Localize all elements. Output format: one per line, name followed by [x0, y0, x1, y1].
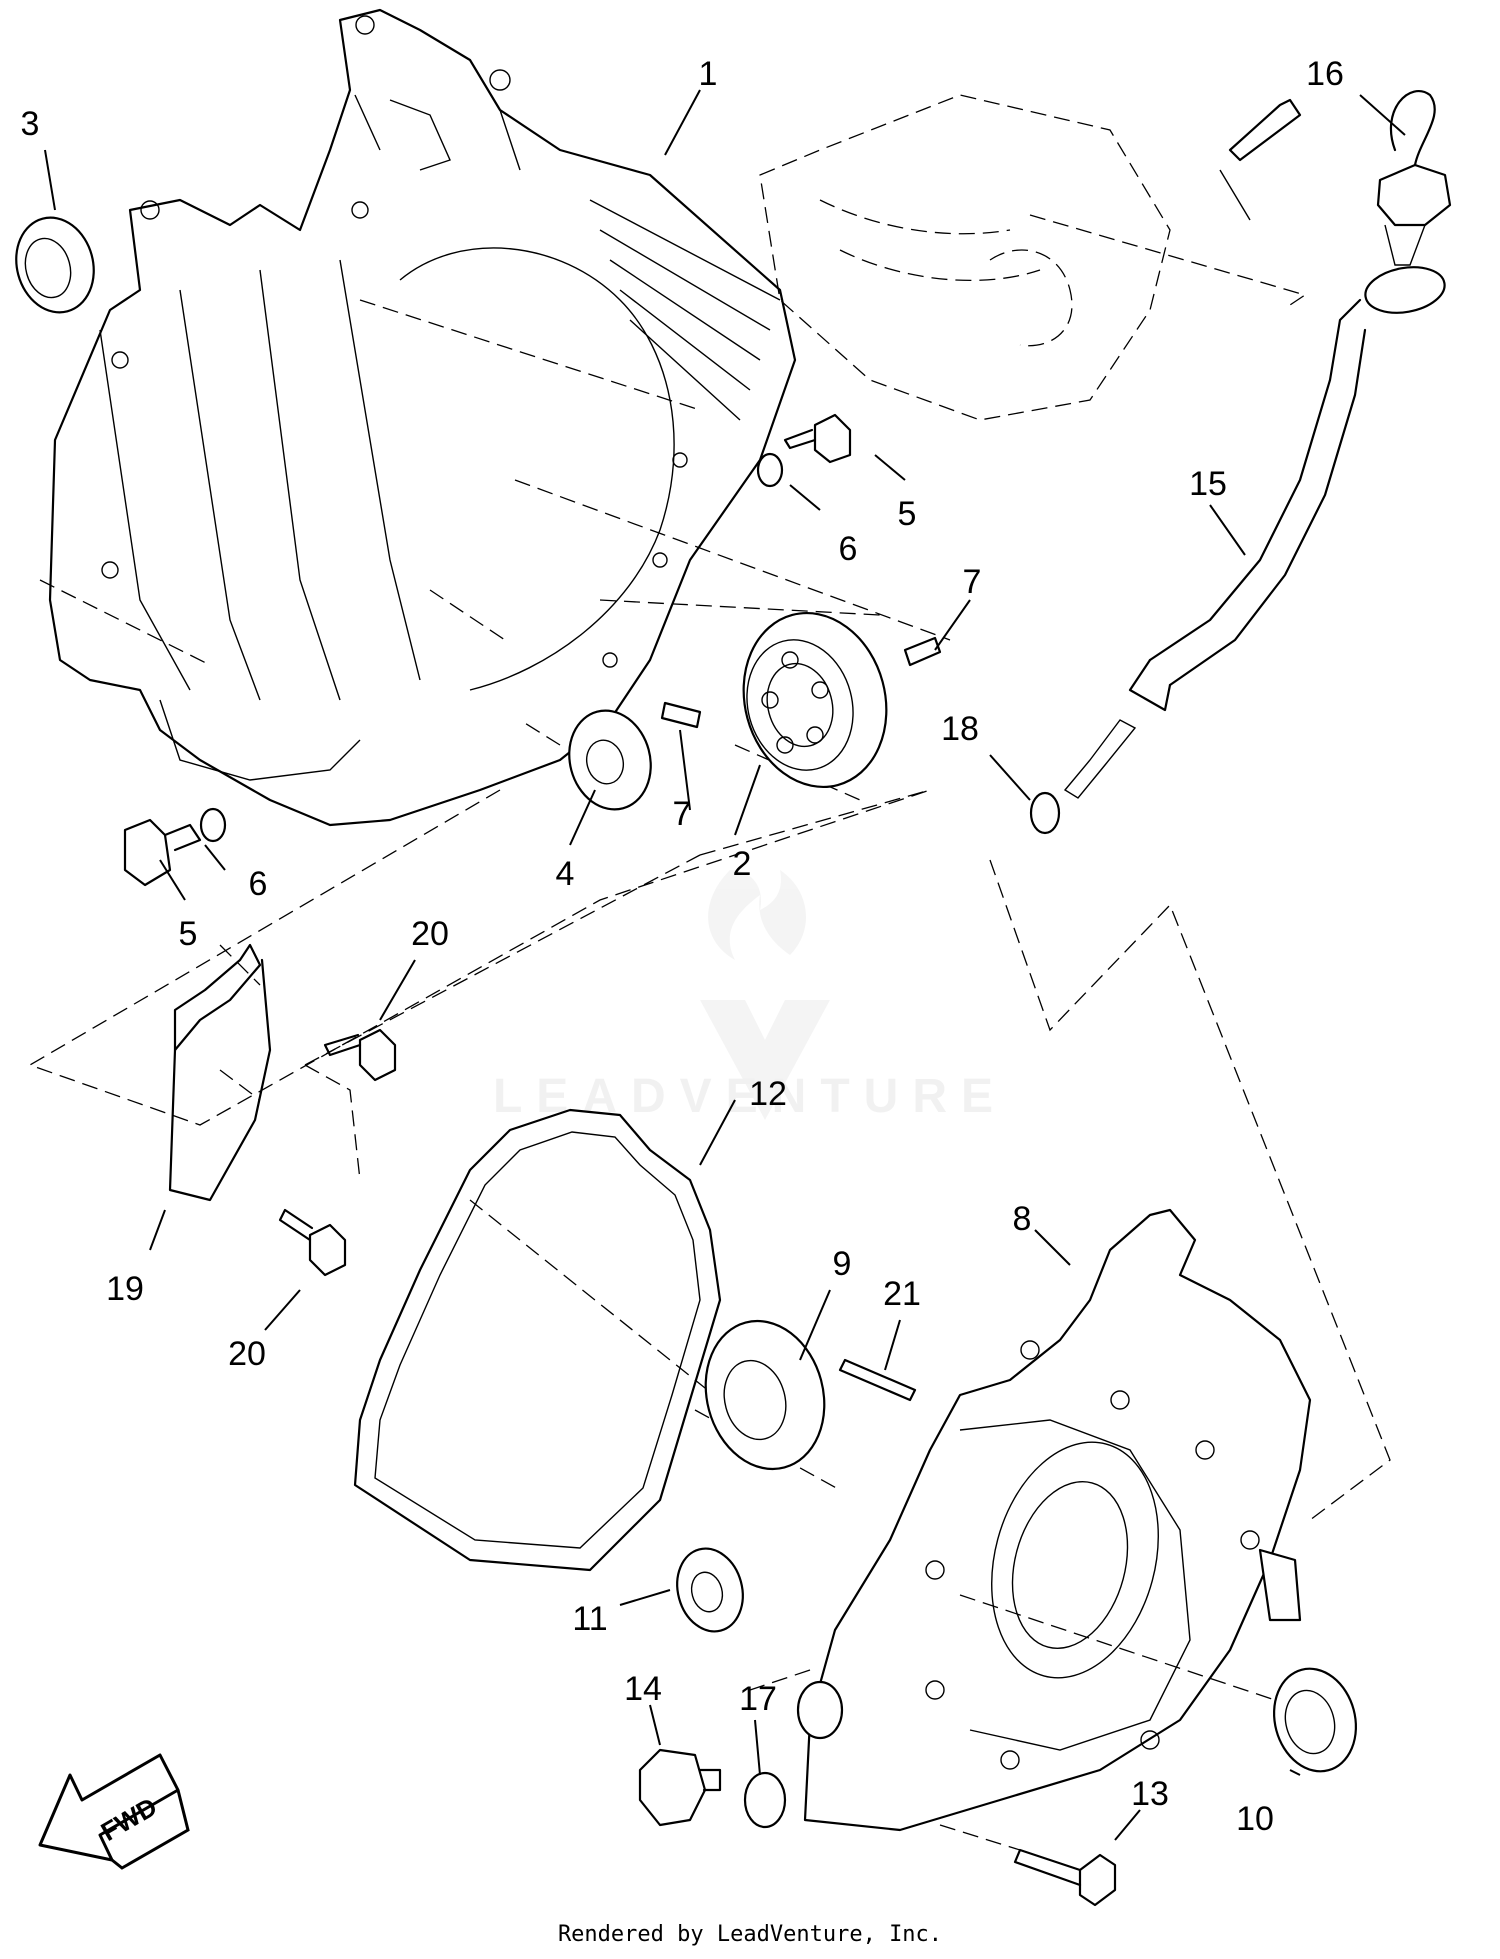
washer-left	[199, 807, 227, 843]
crankcase	[48, 8, 797, 827]
oil-seal-right	[1272, 1667, 1358, 1773]
large-oil-seal	[704, 1319, 826, 1471]
bolt-left	[123, 818, 202, 887]
o-ring-tube	[1029, 791, 1061, 835]
bracket-bolt-upper	[323, 1028, 397, 1082]
watermark-logo: LEADVENTURE	[493, 870, 1007, 1123]
cover-gasket	[353, 1108, 722, 1572]
dowel-pin-b	[660, 701, 702, 729]
callout-8: 8	[1013, 1200, 1032, 1238]
oil-drain-plug	[638, 1748, 722, 1827]
dipstick-cap	[1376, 89, 1452, 266]
callout-4: 4	[556, 855, 575, 893]
bracket-bolt-lower	[278, 1208, 347, 1277]
pin	[838, 1358, 917, 1402]
washer-right	[756, 452, 784, 488]
cover-bolt	[1013, 1848, 1117, 1907]
render-credit: Rendered by LeadVenture, Inc.	[557, 1922, 943, 1947]
small-bearing	[568, 709, 652, 811]
callout-17: 17	[739, 1680, 777, 1718]
bolt-right	[783, 413, 852, 464]
callout-3: 3	[21, 105, 40, 143]
callout-6-left: 6	[249, 865, 268, 903]
cylinder-head-reference	[759, 94, 1171, 421]
callout-numbers: 1 2 3 4 5 5 6 6 7 7 8 9 10 11 12 13 14 1…	[21, 55, 1344, 1838]
callout-9: 9	[833, 1245, 852, 1283]
callout-1: 1	[699, 55, 718, 93]
oil-seal-left	[15, 216, 95, 314]
leader-lines	[44, 89, 1406, 1841]
dowel-pin-a	[903, 636, 942, 667]
callout-20-upper: 20	[411, 915, 449, 953]
callout-2: 2	[733, 845, 752, 883]
main-bearing	[742, 611, 888, 789]
callout-14: 14	[624, 1670, 662, 1708]
oil-fill-tube	[1063, 266, 1446, 799]
callout-5-right: 5	[898, 495, 917, 533]
bracket	[168, 943, 272, 1202]
dipstick-bolt	[1219, 98, 1302, 221]
callout-10: 10	[1236, 1800, 1274, 1838]
callout-11: 11	[572, 1600, 607, 1638]
watermark-text: LEADVENTURE	[493, 1070, 1007, 1123]
callout-21: 21	[883, 1275, 921, 1313]
callout-7-lower: 7	[673, 795, 692, 833]
small-oil-seal	[676, 1547, 744, 1633]
callout-12: 12	[749, 1075, 787, 1113]
callout-6-right: 6	[839, 530, 858, 568]
callout-16: 16	[1306, 55, 1344, 93]
callout-20-lower: 20	[228, 1335, 266, 1373]
o-ring-drain	[743, 1771, 787, 1829]
crankcase-cover	[796, 1208, 1312, 1832]
callout-7-upper: 7	[963, 563, 982, 601]
forward-direction-arrow: FWD	[38, 1753, 190, 1870]
callout-5-left: 5	[179, 915, 198, 953]
callout-18: 18	[941, 710, 979, 748]
callout-15: 15	[1189, 465, 1227, 503]
callout-19: 19	[106, 1270, 144, 1308]
callout-13: 13	[1131, 1775, 1169, 1813]
